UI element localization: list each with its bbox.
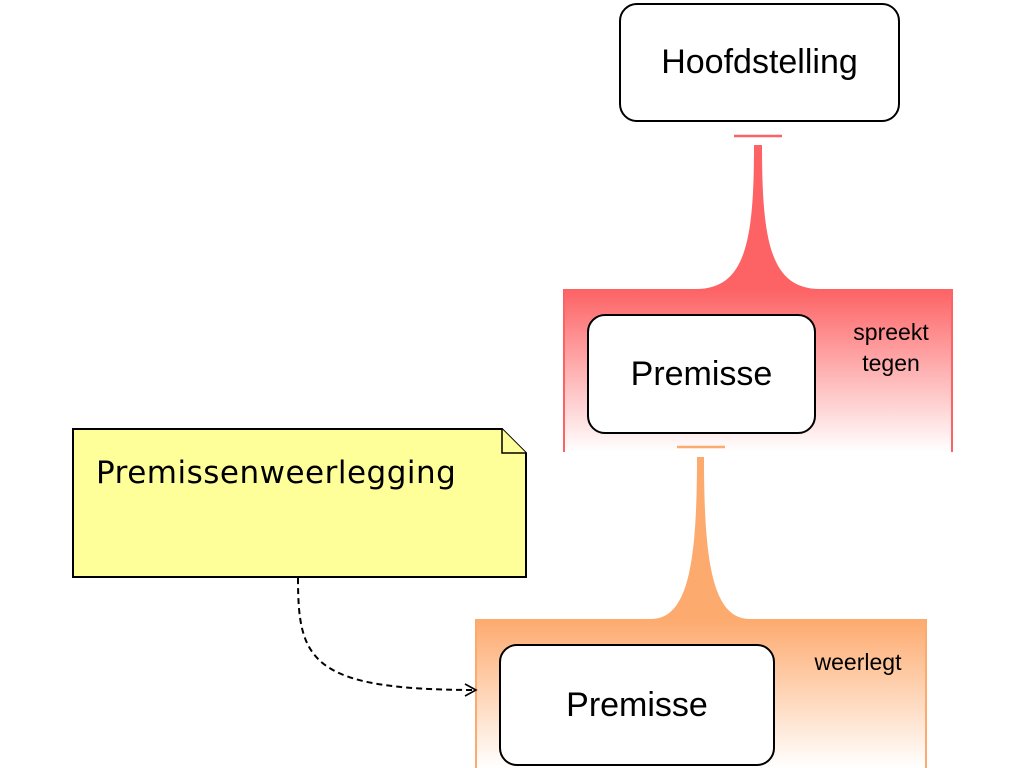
relation-label-line: weerlegt (814, 649, 902, 675)
relation-label-line: tegen (862, 350, 920, 376)
note-fold-corner (501, 429, 526, 454)
note[interactable] (72, 428, 527, 578)
note-body (72, 428, 527, 578)
node-main-claim-label: Hoofdstelling (661, 43, 858, 81)
node-premise-2[interactable]: Premisse (499, 644, 775, 766)
node-main-claim[interactable]: Hoofdstelling (619, 3, 900, 122)
relation-label-spreekt-tegen: spreekt tegen (836, 317, 946, 379)
node-premise-1[interactable]: Premisse (587, 314, 816, 434)
relation-label-line: spreekt (853, 319, 929, 345)
relation-stem-red (696, 145, 820, 289)
note-connector-arrow (297, 577, 478, 697)
node-premise-1-label: Premisse (630, 354, 773, 393)
relation-stem-orange (651, 457, 750, 619)
relation-label-weerlegt: weerlegt (798, 647, 918, 678)
node-premise-2-label: Premisse (566, 685, 708, 724)
note-text: Premissenweerlegging (96, 455, 457, 491)
